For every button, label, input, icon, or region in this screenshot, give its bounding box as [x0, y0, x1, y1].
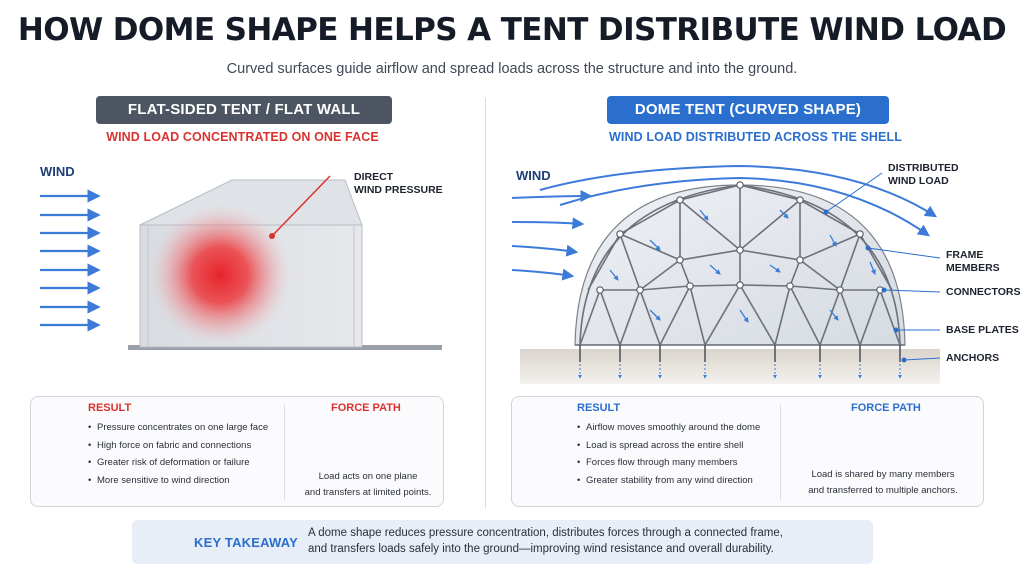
- list-item: Forces flow through many members: [577, 454, 760, 472]
- dome-tent-result-box: RESULT Airflow moves smoothly around the…: [511, 396, 984, 507]
- dome-tent-illustration: [511, 164, 941, 384]
- wind-label-right: WIND: [516, 168, 551, 183]
- page-title: HOW DOME SHAPE HELPS A TENT DISTRIBUTE W…: [17, 12, 1007, 48]
- list-item: More sensitive to wind direction: [88, 472, 268, 490]
- distributed-load-label: DISTRIBUTED WIND LOAD: [888, 162, 959, 187]
- base-plates-label: BASE PLATES: [946, 324, 1019, 336]
- connectors-label: CONNECTORS: [946, 286, 1021, 298]
- dome-tent-heading: WIND LOAD DISTRIBUTED ACROSS THE SHELL: [609, 130, 902, 144]
- force-path-text: Load is shared by many members and trans…: [808, 469, 958, 496]
- key-takeaway-text: A dome shape reduces pressure concentrat…: [308, 527, 783, 555]
- flat-tent-result-box: RESULT Pressure concentrates on one larg…: [30, 396, 444, 507]
- direct-pressure-label: DIRECT WIND PRESSURE: [354, 171, 443, 196]
- list-item: Load is spread across the entire shell: [577, 437, 760, 455]
- force-path-title: FORCE PATH: [331, 402, 401, 414]
- result-list: Pressure concentrates on one large face …: [88, 419, 268, 489]
- connector-nodes: [596, 181, 884, 294]
- list-item: Greater risk of deformation or failure: [88, 454, 268, 472]
- wind-streamlines-right: [511, 164, 938, 281]
- label-leaders: [825, 172, 941, 361]
- box-separator: [284, 405, 285, 500]
- frame-members-label: FRAME MEMBERS: [946, 249, 1000, 274]
- wind-arrows-left: [40, 189, 101, 332]
- surface-load-arrows: [609, 209, 876, 323]
- panel-divider: [485, 98, 486, 508]
- force-path-text: Load acts on one plane and transfers at …: [304, 471, 432, 498]
- dome-tent-badge: DOME TENT (CURVED SHAPE): [607, 96, 889, 124]
- list-item: Greater stability from any wind directio…: [577, 472, 760, 490]
- flat-tent-badge: FLAT-SIDED TENT / FLAT WALL: [96, 96, 392, 124]
- list-item: Pressure concentrates on one large face: [88, 419, 268, 437]
- result-title: RESULT: [88, 402, 132, 414]
- list-item: Airflow moves smoothly around the dome: [577, 419, 760, 437]
- flat-tent-illustration: [40, 175, 442, 350]
- key-takeaway-label: KEY TAKEAWAY: [194, 535, 299, 550]
- force-path-title: FORCE PATH: [851, 402, 921, 414]
- result-title: RESULT: [577, 402, 621, 414]
- wind-label-left: WIND: [40, 164, 75, 179]
- anchors-label: ANCHORS: [946, 352, 1000, 364]
- result-list: Airflow moves smoothly around the dome L…: [577, 419, 760, 489]
- base-plates-and-anchors: [579, 345, 901, 362]
- box-separator: [780, 405, 781, 500]
- page-subtitle: Curved surfaces guide airflow and spread…: [226, 61, 798, 77]
- flat-tent-heading: WIND LOAD CONCENTRATED ON ONE FACE: [106, 130, 379, 144]
- key-takeaway-banner: KEY TAKEAWAY A dome shape reduces pressu…: [132, 520, 873, 564]
- list-item: High force on fabric and connections: [88, 437, 268, 455]
- pressure-hotspot: [150, 205, 290, 345]
